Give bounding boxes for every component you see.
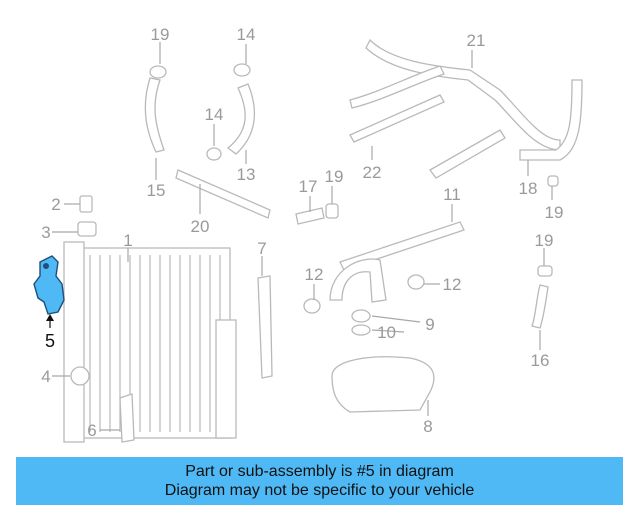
callout-22: 22	[363, 163, 382, 182]
pipe-11	[339, 221, 465, 271]
callout-labels: 19 14 21 14 13 22 15 20 17 19 11 18 19 2…	[41, 25, 563, 440]
hose-12	[329, 258, 387, 303]
pipe-assembly-21	[365, 38, 561, 151]
callout-19: 19	[151, 25, 170, 44]
callout-5-highlighted: 5	[45, 331, 55, 351]
banner-line-1: Part or sub-assembly is #5 in diagram	[185, 463, 454, 480]
callout-8: 8	[423, 417, 432, 436]
callout-7: 7	[257, 239, 266, 258]
callout-15: 15	[147, 181, 166, 200]
part-5-highlighted[interactable]	[33, 255, 65, 315]
banner-line-2: Diagram may not be specific to your vehi…	[164, 482, 475, 499]
hose-16	[531, 284, 549, 329]
callout-18: 18	[519, 179, 538, 198]
callout-19b: 19	[325, 167, 344, 186]
callout-13: 13	[237, 165, 256, 184]
expansion-tank-8	[331, 356, 435, 413]
part-7	[257, 275, 273, 379]
callout-17: 17	[299, 177, 318, 196]
callout-10: 10	[377, 323, 396, 342]
pipe-20	[175, 169, 271, 219]
callout-21: 21	[467, 31, 486, 50]
part-3	[77, 221, 97, 237]
callout-4: 4	[41, 367, 50, 386]
callout-16: 16	[531, 351, 550, 370]
hose-15	[144, 77, 165, 153]
callout-1: 1	[123, 231, 132, 250]
callout-11: 11	[443, 185, 461, 204]
callout-20: 20	[191, 217, 210, 236]
callout-2: 2	[51, 195, 60, 214]
hose-17	[295, 207, 325, 225]
part-6	[119, 393, 135, 443]
callout-14: 14	[237, 25, 256, 44]
hose-13	[226, 83, 256, 155]
callout-19c: 19	[545, 203, 564, 222]
radiator	[63, 241, 237, 443]
parts-diagram: 19 14 21 14 13 22 15 20 17 19 11 18 19 2…	[33, 25, 583, 443]
callout-12: 12	[305, 265, 324, 284]
part-4	[70, 366, 90, 386]
callout-9: 9	[425, 315, 434, 334]
callout-3: 3	[41, 223, 50, 242]
callout-14b: 14	[205, 105, 224, 124]
callout-6: 6	[87, 421, 96, 440]
hose-18	[519, 79, 583, 161]
info-banner: Part or sub-assembly is #5 in diagram Di…	[16, 457, 623, 505]
callout-12b: 12	[443, 275, 462, 294]
pipe-22	[349, 94, 445, 143]
part-2	[79, 195, 93, 213]
callout-19d: 19	[535, 231, 554, 250]
